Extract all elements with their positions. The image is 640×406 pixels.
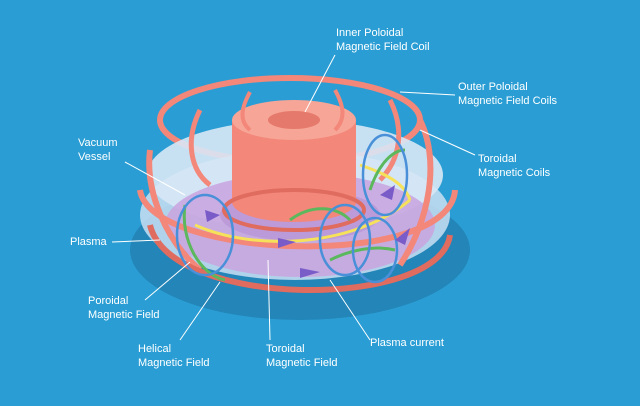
- outer-poloidal-coil-lower: [147, 224, 453, 294]
- callout-poroidal-field: [144, 261, 191, 301]
- poloidal-field-loop-center: [289, 207, 352, 222]
- callout-vacuum-vessel: [124, 161, 186, 196]
- label-vacuum-vessel: Vacuum Vessel: [78, 137, 118, 163]
- field-loop-center: [318, 203, 372, 277]
- current-arrow-2: [278, 238, 296, 248]
- label-plasma: Plasma: [70, 236, 107, 248]
- solenoid-base-ring: [222, 188, 366, 232]
- current-arrow-3: [300, 268, 320, 278]
- toroidal-coil-back-center: [240, 91, 252, 132]
- helical-field-line-back: [359, 163, 412, 201]
- poloidal-field-loop-left: [182, 204, 226, 282]
- toroidal-coil-back-center-2: [333, 89, 345, 132]
- helical-field-line: [194, 198, 411, 243]
- callout-inner-poloidal: [304, 54, 336, 113]
- callout-outer-poloidal: [399, 91, 456, 96]
- callout-toroidal-field: [267, 259, 271, 341]
- callout-plasma: [111, 239, 161, 243]
- current-arrow-1: [205, 210, 220, 222]
- label-poroidal-field: Poroidal Magnetic Field: [88, 295, 160, 321]
- callout-plasma-current: [329, 279, 371, 341]
- label-toroidal-field: Toroidal Magnetic Field: [266, 343, 338, 369]
- poloidal-field-loop-front: [329, 246, 396, 262]
- field-loop-front: [351, 216, 399, 284]
- field-loop-right: [361, 133, 409, 217]
- label-outer-poloidal-coils: Outer Poloidal Magnetic Field Coils: [458, 81, 558, 107]
- central-solenoid-core: [268, 111, 320, 129]
- callout-helical-field: [179, 281, 221, 341]
- label-plasma-current: Plasma current: [370, 337, 444, 349]
- label-helical-field: Helical Magnetic Field: [138, 343, 210, 369]
- callout-toroidal-coils: [419, 129, 476, 156]
- label-toroidal-coils: Toroidal Magnetic Coils: [478, 153, 551, 179]
- label-inner-poloidal-coil: Inner Poloidal Magnetic Field Coil: [336, 27, 430, 53]
- toroidal-coil-back-left: [188, 108, 212, 187]
- outer-poloidal-coil-front: [137, 189, 458, 250]
- field-loop-left: [175, 193, 235, 277]
- current-arrow-5: [380, 185, 395, 200]
- toroidal-coil-right: [397, 118, 434, 267]
- current-arrow-4: [395, 228, 410, 245]
